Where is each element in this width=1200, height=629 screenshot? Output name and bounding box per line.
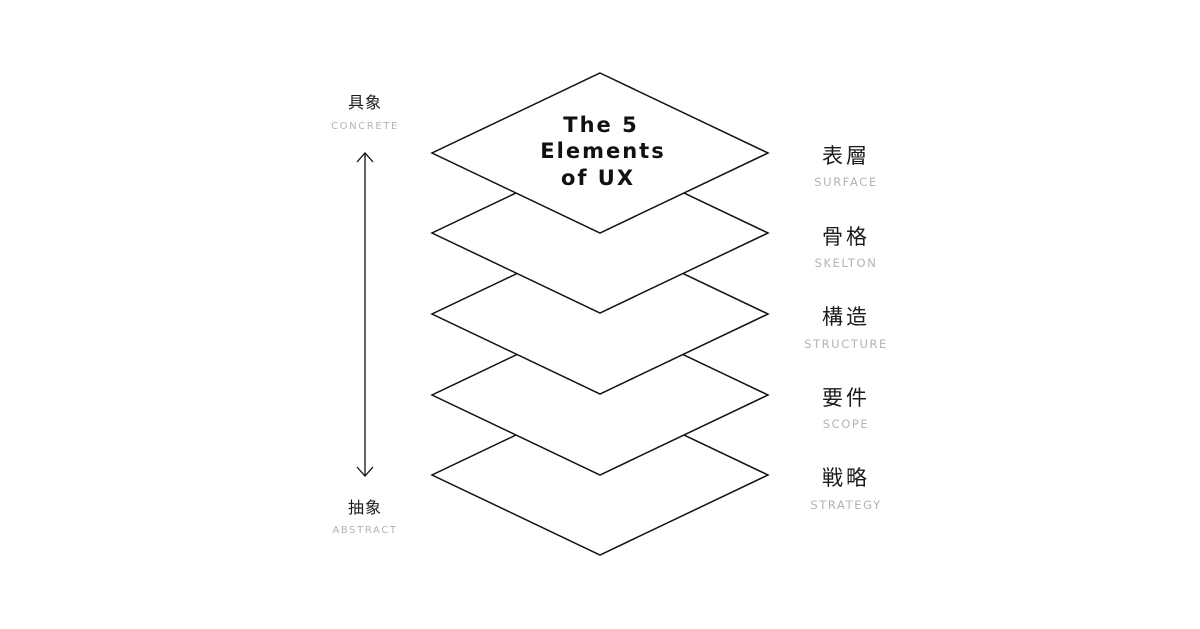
- axis-top-sublabel: CONCRETE: [331, 121, 399, 132]
- title-line-1: The 5: [563, 113, 638, 137]
- layer-sublabel-scope: SCOPE: [823, 417, 870, 431]
- layer-sublabel-surface: SURFACE: [814, 175, 877, 189]
- axis-arrow-down-icon: [356, 466, 374, 477]
- abstraction-axis: 具象 CONCRETE 抽象 ABSTRACT: [331, 93, 399, 536]
- layer-sublabel-skeleton: SKELTON: [815, 256, 878, 270]
- axis-top-label: 具象: [348, 93, 382, 112]
- layer-surface: [430, 72, 770, 234]
- layer-label-structure: 構造: [822, 305, 870, 329]
- diagram-title: The 5 Elements of UX: [540, 113, 665, 190]
- title-line-3: of UX: [561, 166, 635, 190]
- axis-bottom-sublabel: ABSTRACT: [332, 525, 397, 536]
- layer-label-skeleton: 骨格: [822, 225, 870, 249]
- axis-bottom-label: 抽象: [348, 498, 382, 517]
- layer-label-strategy: 戦略: [822, 466, 870, 490]
- layer-label-surface: 表層: [822, 144, 870, 168]
- layer-sublabel-structure: STRUCTURE: [804, 337, 888, 351]
- title-line-2: Elements: [540, 139, 665, 163]
- layer-labels: 表層 SURFACE 骨格 SKELTON 構造 STRUCTURE 要件 SC…: [804, 144, 888, 512]
- layer-structure: [430, 233, 770, 395]
- layer-label-scope: 要件: [822, 386, 870, 410]
- layer-scope: [430, 314, 770, 476]
- layer-sublabel-strategy: STRATEGY: [810, 498, 881, 512]
- axis-arrow-up-icon: [356, 152, 374, 163]
- layer-stack: [430, 72, 770, 556]
